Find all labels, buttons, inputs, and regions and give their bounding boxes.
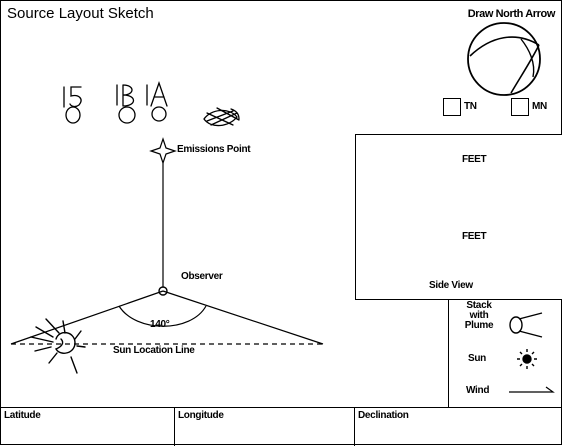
tn-label: TN	[464, 101, 477, 112]
legend-panel	[448, 299, 562, 408]
feet-label-bottom: FEET	[462, 231, 487, 242]
north-arrow-title: Draw North Arrow	[467, 8, 556, 20]
north-arrow-compass	[467, 22, 541, 96]
legend-wind-label: Wind	[466, 385, 490, 396]
latitude-field[interactable]: Latitude	[1, 408, 175, 446]
legend-stack-label: Stack with Plume	[464, 300, 494, 331]
wind-arrow-icon	[509, 386, 555, 393]
sun-sketch	[30, 318, 86, 374]
page-title: Source Layout Sketch	[7, 5, 154, 22]
side-view-label: Side View	[429, 280, 473, 291]
feet-label-top: FEET	[462, 154, 487, 165]
declination-label: Declination	[358, 410, 409, 421]
longitude-label: Longitude	[178, 410, 224, 421]
mn-checkbox[interactable]	[511, 98, 529, 116]
observer-label: Observer	[181, 271, 223, 282]
tn-checkbox[interactable]	[443, 98, 461, 116]
angle-label: 140°	[150, 319, 170, 330]
sun-location-line-label: Sun Location Line	[113, 345, 195, 356]
latitude-label: Latitude	[4, 410, 41, 421]
emissions-point-icon	[149, 137, 177, 165]
legend-sun-label: Sun	[468, 353, 486, 364]
longitude-field[interactable]: Longitude	[175, 408, 355, 446]
side-view-panel	[355, 134, 562, 300]
stack-plume-icon	[509, 312, 543, 338]
handwritten-readings	[63, 81, 240, 127]
coordinates-row: Latitude Longitude Declination	[1, 407, 562, 446]
sun-legend-icon	[517, 349, 537, 369]
mn-label: MN	[532, 101, 547, 112]
emissions-point-label: Emissions Point	[177, 144, 251, 155]
declination-field[interactable]: Declination	[355, 408, 562, 446]
